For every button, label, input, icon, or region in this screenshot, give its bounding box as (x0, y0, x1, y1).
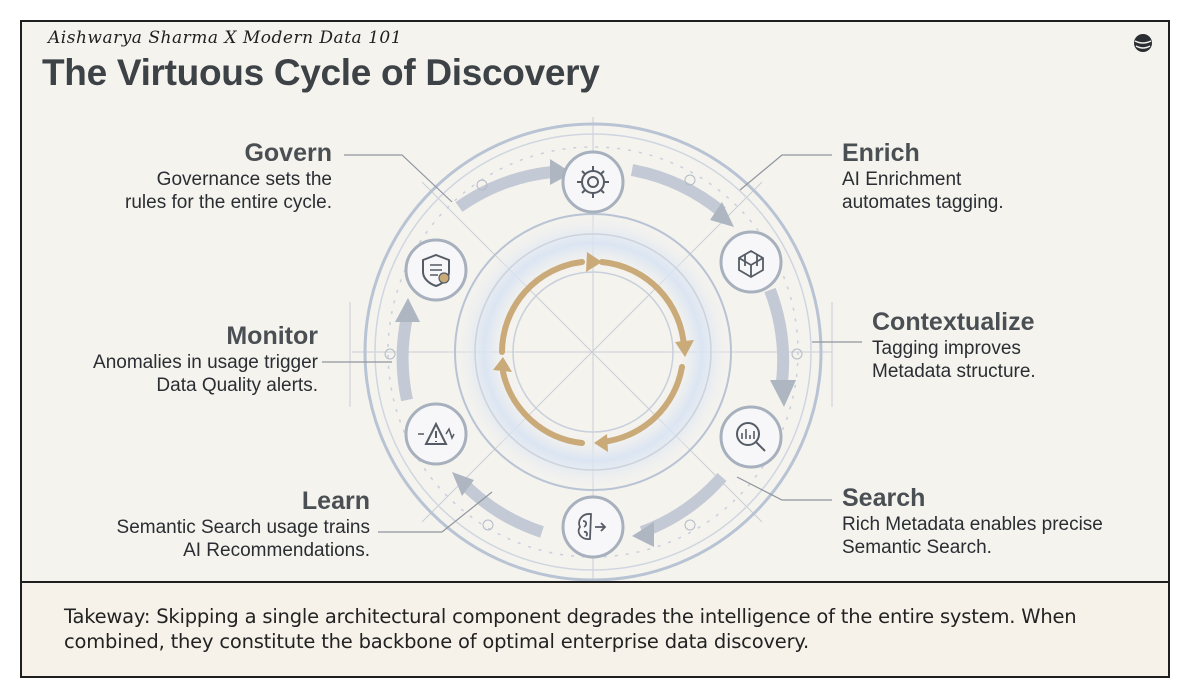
cubes-icon (738, 249, 764, 279)
stage-description-line: rules for the entire cycle. (125, 192, 332, 213)
stage-description-line: Anomalies in usage trigger (93, 352, 318, 373)
brain-icon (577, 513, 607, 540)
magnifier-chart-icon (736, 422, 766, 452)
globe-icon (1134, 34, 1152, 52)
stage-monitor: Monitor Anomalies in usage trigger Data … (52, 322, 318, 397)
stage-description-line: AI Enrichment (842, 169, 962, 190)
stage-description-line: Semantic Search usage trains (116, 517, 370, 538)
inner-glow (448, 207, 738, 497)
stage-search: Search Rich Metadata enables precise Sem… (842, 484, 1152, 559)
stage-heading: Govern (244, 139, 332, 167)
stage-contextualize: Contextualize Tagging improves Metadata … (872, 308, 1152, 383)
shield-document-icon (422, 253, 450, 288)
stage-description-line: Rich Metadata enables precise (842, 514, 1103, 535)
stage-description-line: Semantic Search. (842, 537, 992, 558)
byline: Aishwarya Sharma X Modern Data 101 (48, 28, 403, 48)
stage-description-line: Tagging improves (872, 338, 1021, 359)
slide-frame: Aishwarya Sharma X Modern Data 101 The V… (20, 20, 1170, 678)
stage-enrich: Enrich AI Enrichment automates tagging. (842, 139, 1142, 214)
stage-description-line: Data Quality alerts. (156, 375, 318, 396)
stage-heading: Enrich (842, 139, 920, 167)
stage-description-line: AI Recommendations. (183, 540, 370, 561)
takeaway-box: Takeway: Skipping a single architectural… (22, 581, 1168, 676)
leader-lines (322, 154, 862, 533)
stage-description-line: Metadata structure. (872, 361, 1036, 382)
stage-govern: Govern Governance sets the rules for the… (82, 139, 332, 214)
page-title: The Virtuous Cycle of Discovery (42, 52, 600, 93)
stage-nodes (404, 150, 783, 559)
takeaway-text: Takeway: Skipping a single architectural… (64, 605, 1077, 653)
stage-heading: Search (842, 484, 926, 512)
gear-icon (577, 166, 609, 198)
stage-heading: Monitor (226, 322, 318, 350)
outer-arrow-heads (395, 159, 796, 547)
stage-description-line: automates tagging. (842, 192, 1004, 213)
inner-cycle-arrows (499, 259, 687, 446)
stage-heading: Learn (301, 487, 370, 515)
stage-learn: Learn Semantic Search usage trains AI Re… (82, 487, 370, 562)
warning-pulse-icon (418, 421, 455, 445)
stage-heading: Contextualize (872, 308, 1035, 336)
outer-cycle-arrows (396, 164, 790, 538)
cycle-diagram (322, 117, 862, 582)
stage-description-line: Governance sets the (156, 169, 332, 190)
target-marks (384, 174, 803, 531)
inner-rings (454, 213, 732, 491)
inner-arrow-heads (493, 252, 694, 452)
